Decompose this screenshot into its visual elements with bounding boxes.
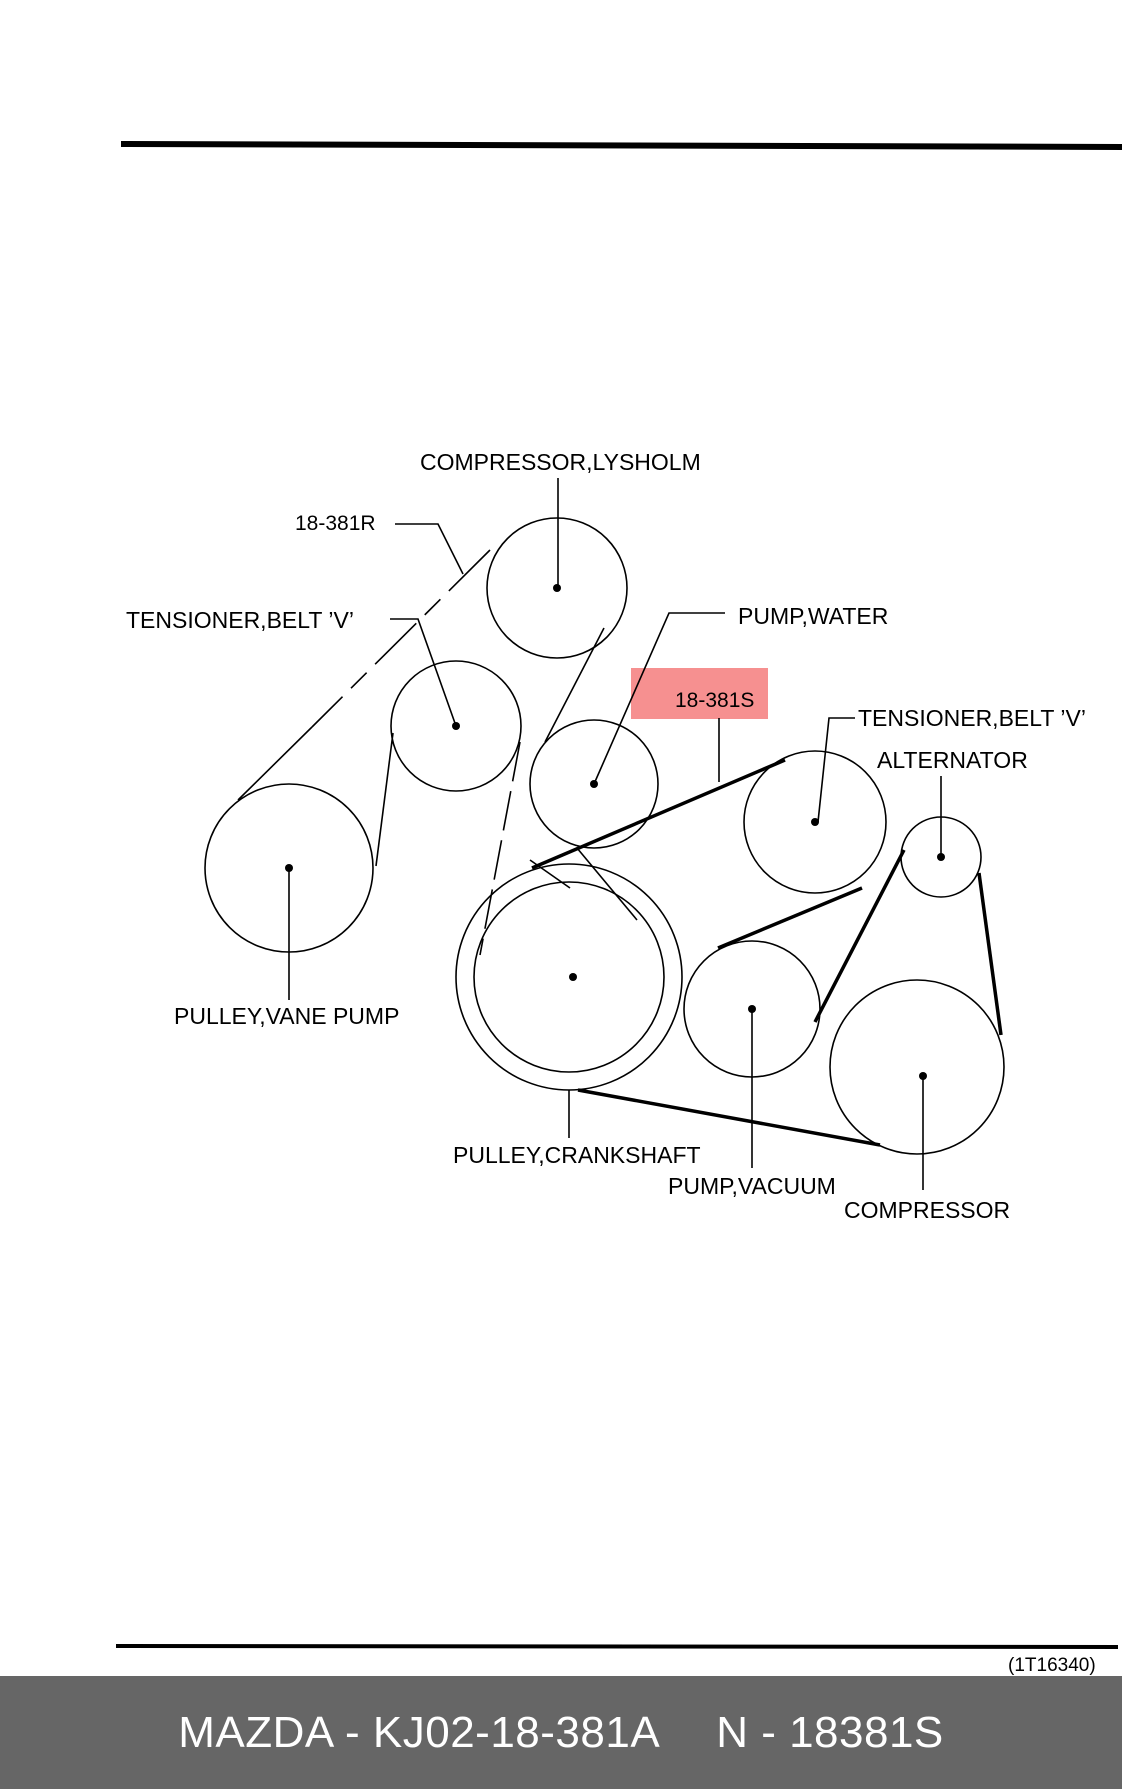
label-compressor-lysholm: COMPRESSOR,LYSHOLM (420, 449, 701, 475)
belt-routing-diagram: COMPRESSOR,LYSHOLM TENSIONER,BELT ’V’ PU… (115, 141, 1122, 1676)
label-pulley-vane-pump: PULLEY,VANE PUMP (174, 1003, 399, 1029)
top-rule (120, 141, 1122, 150)
belt-s (531, 758, 1003, 1147)
label-pulley-crankshaft: PULLEY,CRANKSHAFT (453, 1142, 701, 1168)
label-tensioner-left: TENSIONER,BELT ’V’ (126, 607, 354, 633)
label-pump-vacuum: PUMP,VACUUM (668, 1173, 836, 1199)
belt-s-highlight (631, 668, 768, 719)
part-number-footer: MAZDA - KJ02-18-381A N - 18381S (0, 1676, 1122, 1789)
figure-code: (1T16340) (1008, 1655, 1096, 1676)
footer-part-right: N - 18381S (716, 1707, 944, 1757)
label-tensioner-right: TENSIONER,BELT ’V’ (858, 705, 1086, 731)
leader-lines (288, 478, 942, 1190)
label-belt-r: 18-381R (295, 512, 376, 535)
bottom-rule (115, 1644, 1119, 1649)
pulley-compressor-lysholm (486, 517, 628, 659)
label-pump-water: PUMP,WATER (738, 603, 888, 629)
pulley-crankshaft (455, 863, 683, 1091)
footer-part-left: MAZDA - KJ02-18-381A (178, 1707, 661, 1757)
pulley-compressor (829, 979, 1005, 1155)
label-belt-s: 18-381S (675, 689, 754, 712)
pulley-tensioner-right (743, 750, 887, 894)
label-alternator: ALTERNATOR (877, 747, 1028, 773)
label-compressor: COMPRESSOR (844, 1197, 1010, 1223)
